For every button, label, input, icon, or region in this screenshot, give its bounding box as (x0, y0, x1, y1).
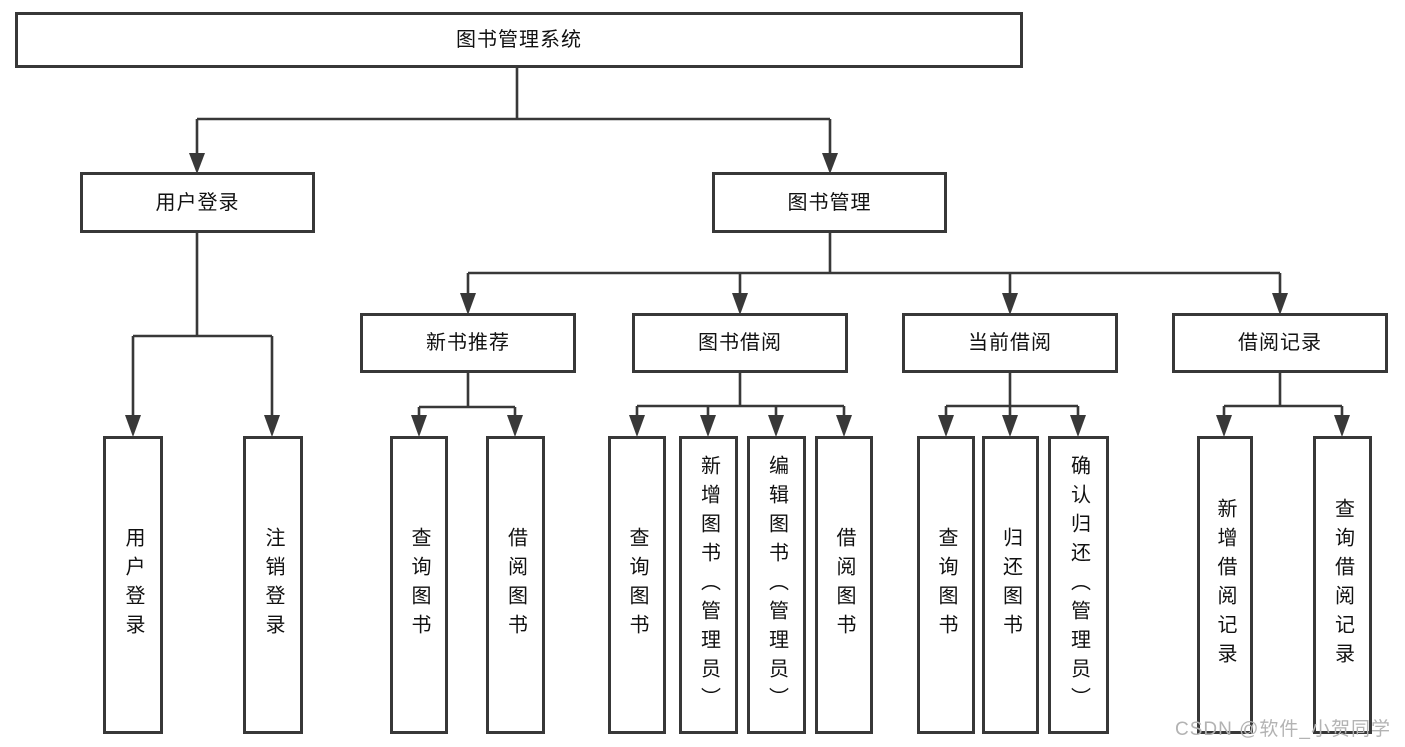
node-user-login: 用户登录 (80, 172, 315, 233)
leaf-bb-add-books-admin-label: 新增图书（管理员） (697, 454, 720, 716)
leaf-bb-edit-books-admin: 编辑图书（管理员） (747, 436, 806, 734)
leaf-bb-query-books: 查询图书 (608, 436, 666, 734)
leaf-br-add-record: 新增借阅记录 (1197, 436, 1253, 734)
leaf-br-add-record-label: 新增借阅记录 (1214, 498, 1236, 672)
leaf-cb-return-books: 归还图书 (982, 436, 1039, 734)
node-book-borrowing-label: 图书借阅 (698, 332, 782, 354)
leaf-bb-borrow-books: 借阅图书 (815, 436, 873, 734)
node-current-borrowing-label: 当前借阅 (968, 332, 1052, 354)
leaf-cb-query-books: 查询图书 (917, 436, 975, 734)
node-current-borrowing: 当前借阅 (902, 313, 1118, 373)
node-new-book-recommend: 新书推荐 (360, 313, 576, 373)
leaf-logout-label: 注销登录 (262, 527, 284, 643)
leaf-cb-query-books-label: 查询图书 (935, 527, 957, 643)
node-book-borrowing: 图书借阅 (632, 313, 848, 373)
node-root-system: 图书管理系统 (15, 12, 1023, 68)
leaf-bb-borrow-books-label: 借阅图书 (833, 527, 855, 643)
leaf-logout: 注销登录 (243, 436, 303, 734)
leaf-br-query-record-label: 查询借阅记录 (1331, 498, 1354, 672)
leaf-cb-confirm-return-admin: 确认归还（管理员） (1048, 436, 1109, 734)
leaf-br-query-record: 查询借阅记录 (1313, 436, 1372, 734)
node-book-management-label: 图书管理 (787, 191, 872, 214)
leaf-nb-borrow-books-label: 借阅图书 (504, 527, 527, 643)
node-user-login-label: 用户登录 (155, 191, 240, 214)
leaf-nb-borrow-books: 借阅图书 (486, 436, 545, 734)
csdn-watermark: CSDN @软件_小贺同学 (1175, 719, 1391, 740)
leaf-cb-confirm-return-admin-label: 确认归还（管理员） (1067, 454, 1090, 716)
node-root-label: 图书管理系统 (456, 29, 582, 51)
leaf-user-login-label: 用户登录 (122, 527, 144, 643)
leaf-bb-query-books-label: 查询图书 (626, 527, 648, 643)
leaf-nb-query-books-label: 查询图书 (408, 527, 430, 643)
node-borrowing-records: 借阅记录 (1172, 313, 1388, 373)
leaf-nb-query-books: 查询图书 (390, 436, 448, 734)
node-new-book-recommend-label: 新书推荐 (426, 332, 510, 354)
leaf-bb-add-books-admin: 新增图书（管理员） (679, 436, 738, 734)
leaf-cb-return-books-label: 归还图书 (999, 527, 1022, 643)
node-book-management: 图书管理 (712, 172, 947, 233)
leaf-user-login: 用户登录 (103, 436, 163, 734)
node-borrowing-records-label: 借阅记录 (1238, 332, 1322, 354)
leaf-bb-edit-books-admin-label: 编辑图书（管理员） (765, 454, 788, 716)
